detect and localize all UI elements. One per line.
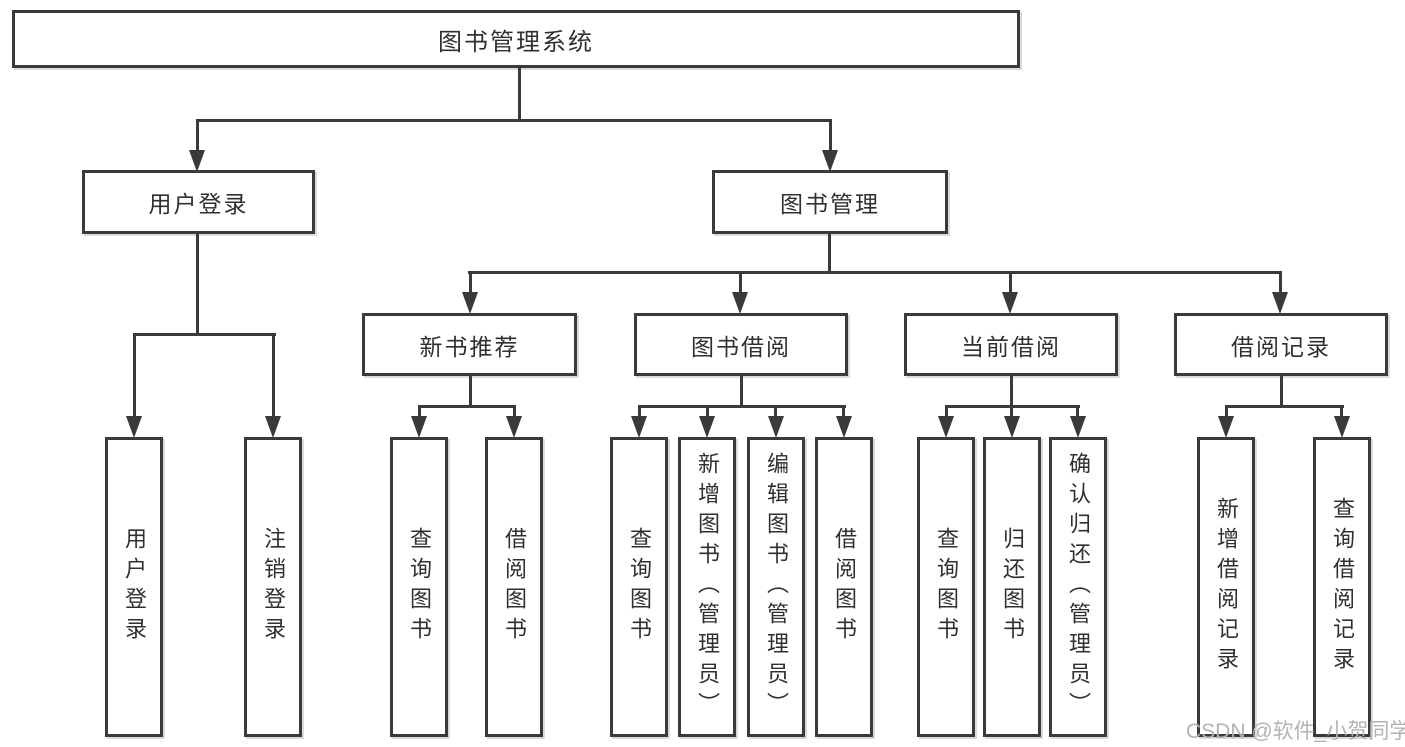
node-label: 新书推荐 bbox=[419, 333, 520, 360]
arrow-down-icon bbox=[1004, 416, 1020, 438]
node-new-book-recommend: 新书推荐 bbox=[362, 313, 577, 376]
node-label: 借阅图书 bbox=[502, 527, 527, 647]
arrow-down-icon bbox=[768, 416, 784, 438]
arrow-down-icon bbox=[1334, 416, 1350, 438]
node-borrow-records: 借阅记录 bbox=[1174, 313, 1388, 376]
node-label: 当前借阅 bbox=[961, 333, 1061, 360]
connector-line bbox=[196, 234, 199, 334]
leaf-logout-login: 注销登录 bbox=[244, 437, 302, 737]
node-library-management-system: 图书管理系统 bbox=[12, 10, 1020, 68]
connector-line bbox=[518, 68, 521, 120]
node-label: 查询图书 bbox=[934, 527, 959, 647]
connector-line bbox=[469, 271, 472, 295]
arrow-down-icon bbox=[732, 292, 748, 314]
connector-line bbox=[418, 405, 516, 408]
node-label: 编辑图书（管理员） bbox=[764, 452, 789, 722]
node-label: 查询借阅记录 bbox=[1330, 497, 1355, 677]
leaf-borrow-book-recommend: 借阅图书 bbox=[485, 437, 543, 737]
arrow-down-icon bbox=[1218, 416, 1234, 438]
leaf-query-borrow-record: 查询借阅记录 bbox=[1313, 437, 1371, 737]
connector-line bbox=[133, 333, 136, 419]
connector-line bbox=[272, 333, 275, 419]
node-label: 新增借阅记录 bbox=[1214, 497, 1239, 677]
connector-line bbox=[1225, 405, 1228, 419]
connector-line bbox=[418, 405, 421, 419]
node-label: 图书管理 bbox=[780, 191, 880, 217]
leaf-add-book-admin: 新增图书（管理员） bbox=[678, 437, 736, 737]
arrow-down-icon bbox=[822, 150, 838, 172]
connector-line bbox=[774, 405, 777, 419]
connector-line bbox=[1076, 405, 1079, 419]
connector-line bbox=[638, 405, 846, 408]
node-book-borrow: 图书借阅 bbox=[634, 313, 848, 376]
node-label: 借阅图书 bbox=[832, 527, 857, 647]
node-label: 图书借阅 bbox=[691, 333, 791, 360]
csdn-watermark: CSDN @软件_小贺同学 bbox=[1186, 720, 1405, 743]
connector-line bbox=[1010, 376, 1013, 406]
arrow-down-icon bbox=[1272, 292, 1288, 314]
leaf-query-book-recommend: 查询图书 bbox=[390, 437, 448, 737]
connector-line bbox=[829, 119, 832, 153]
leaf-confirm-return-admin: 确认归还（管理员） bbox=[1049, 437, 1107, 737]
node-label: 注销登录 bbox=[261, 527, 286, 647]
leaf-query-book-borrow: 查询图书 bbox=[610, 437, 668, 737]
connector-line bbox=[945, 405, 948, 419]
node-label: 查询图书 bbox=[407, 527, 432, 647]
connector-line bbox=[1010, 405, 1013, 419]
connector-line bbox=[740, 376, 743, 406]
connector-line bbox=[1340, 405, 1343, 419]
leaf-add-borrow-record: 新增借阅记录 bbox=[1197, 437, 1255, 737]
connector-line bbox=[1280, 376, 1283, 406]
arrow-down-icon bbox=[411, 416, 427, 438]
connector-line bbox=[842, 405, 845, 419]
node-label: 用户登录 bbox=[122, 527, 147, 647]
connector-line bbox=[468, 271, 1282, 274]
leaf-borrow-book: 借阅图书 bbox=[815, 437, 873, 737]
arrow-down-icon bbox=[506, 416, 522, 438]
node-label: 新增图书（管理员） bbox=[695, 452, 720, 722]
connector-line bbox=[1279, 271, 1282, 295]
arrow-down-icon bbox=[699, 416, 715, 438]
connector-line bbox=[469, 376, 472, 406]
connector-line bbox=[828, 234, 831, 272]
leaf-user-login: 用户登录 bbox=[105, 437, 163, 737]
connector-line bbox=[1225, 405, 1344, 408]
connector-line bbox=[706, 405, 709, 419]
arrow-down-icon bbox=[836, 416, 852, 438]
arrow-down-icon bbox=[1002, 292, 1018, 314]
leaf-query-book-current: 查询图书 bbox=[917, 437, 975, 737]
connector-line bbox=[739, 271, 742, 295]
connector-line bbox=[513, 405, 516, 419]
connector-line bbox=[638, 405, 641, 419]
node-label: 用户登录 bbox=[148, 191, 249, 217]
node-label: 图书管理系统 bbox=[438, 28, 594, 56]
arrow-down-icon bbox=[631, 416, 647, 438]
arrow-down-icon bbox=[189, 150, 205, 172]
connector-line bbox=[1009, 271, 1012, 295]
arrow-down-icon bbox=[462, 292, 478, 314]
node-label: 确认归还（管理员） bbox=[1066, 452, 1091, 722]
connector-line bbox=[133, 333, 276, 336]
node-book-management: 图书管理 bbox=[712, 170, 948, 234]
node-label: 借阅记录 bbox=[1231, 333, 1331, 360]
node-label: 查询图书 bbox=[627, 527, 652, 647]
node-user-login: 用户登录 bbox=[82, 170, 315, 234]
node-current-borrow: 当前借阅 bbox=[904, 313, 1118, 376]
node-label: 归还图书 bbox=[1000, 527, 1025, 647]
arrow-down-icon bbox=[126, 416, 142, 438]
arrow-down-icon bbox=[265, 416, 281, 438]
arrow-down-icon bbox=[1070, 416, 1086, 438]
leaf-edit-book-admin: 编辑图书（管理员） bbox=[747, 437, 805, 737]
arrow-down-icon bbox=[938, 416, 954, 438]
connector-line bbox=[196, 119, 199, 153]
connector-line bbox=[196, 119, 832, 122]
leaf-return-book: 归还图书 bbox=[983, 437, 1041, 737]
